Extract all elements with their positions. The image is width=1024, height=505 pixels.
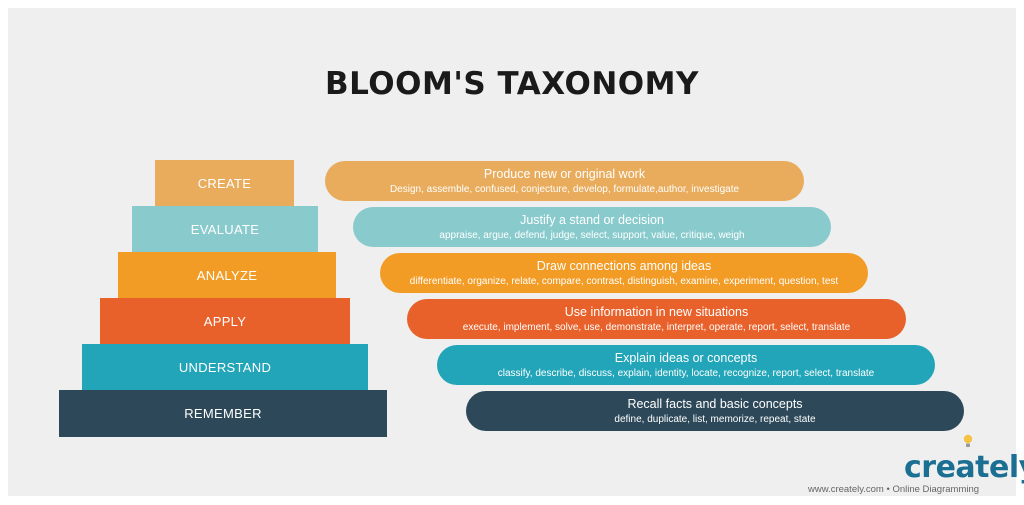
pill-heading: Draw connections among ideas (536, 258, 712, 273)
pyramid-level-apply: APPLY (100, 298, 350, 344)
level-label: EVALUATE (190, 221, 260, 237)
level-label: CREATE (197, 175, 252, 191)
diagram-canvas: BLOOM'S TAXONOMY CREATE EVALUATE ANALYZE… (8, 8, 1016, 496)
pill-verbs: define, duplicate, list, memorize, repea… (614, 413, 816, 425)
description-pill-create: Produce new or original work Design, ass… (325, 161, 804, 201)
description-pill-apply: Use information in new situations execut… (407, 299, 906, 339)
pill-verbs: appraise, argue, defend, judge, select, … (439, 229, 745, 241)
pill-heading: Use information in new situations (564, 304, 749, 319)
description-pill-analyze: Draw connections among ideas differentia… (380, 253, 868, 293)
pill-verbs: execute, implement, solve, use, demonstr… (462, 321, 851, 333)
level-label: UNDERSTAND (178, 359, 272, 375)
pill-heading: Justify a stand or decision (520, 212, 664, 227)
creately-tagline[interactable]: www.creately.com • Online Diagramming (808, 484, 980, 495)
lightbulb-icon (963, 434, 973, 447)
pill-verbs: Design, assemble, confused, conjecture, … (389, 183, 740, 195)
pill-verbs: classify, describe, discuss, explain, id… (497, 367, 875, 379)
pill-verbs: differentiate, organize, relate, compare… (409, 275, 839, 287)
level-label: REMEMBER (184, 406, 262, 421)
pill-heading: Recall facts and basic concepts (627, 396, 803, 411)
creately-logo[interactable]: creately (904, 450, 1024, 485)
pill-heading: Explain ideas or concepts (614, 350, 758, 365)
pill-heading: Produce new or original work (483, 166, 646, 181)
pyramid-level-understand: UNDERSTAND (82, 344, 368, 390)
level-label: APPLY (203, 313, 247, 329)
level-label: ANALYZE (196, 267, 258, 283)
description-pill-evaluate: Justify a stand or decision appraise, ar… (353, 207, 831, 247)
pyramid-level-remember: REMEMBER (59, 390, 387, 437)
description-pill-remember: Recall facts and basic concepts define, … (466, 391, 964, 431)
pyramid-level-evaluate: EVALUATE (132, 206, 318, 252)
page-title: BLOOM'S TAXONOMY (325, 66, 699, 102)
pyramid-level-create: CREATE (155, 160, 294, 206)
pyramid-level-analyze: ANALYZE (118, 252, 336, 298)
description-pill-understand: Explain ideas or concepts classify, desc… (437, 345, 935, 385)
